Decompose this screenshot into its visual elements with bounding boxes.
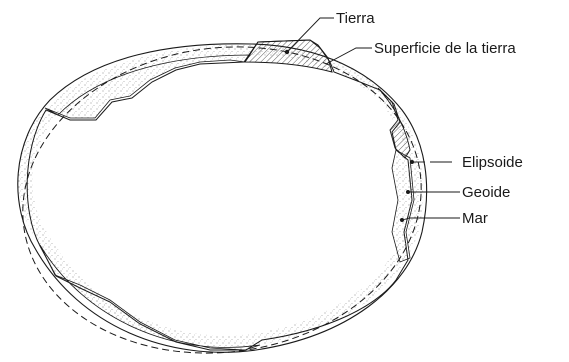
bottom-landmass <box>40 245 260 350</box>
ellipsoid-outline <box>3 22 441 362</box>
land-mass <box>245 40 332 72</box>
label-geoide: Geoide <box>462 184 510 201</box>
label-superficie: Superficie de la tierra <box>374 40 516 57</box>
label-mar: Mar <box>462 210 488 227</box>
label-tierra: Tierra <box>336 10 375 27</box>
label-elipsoide: Elipsoide <box>462 154 523 171</box>
